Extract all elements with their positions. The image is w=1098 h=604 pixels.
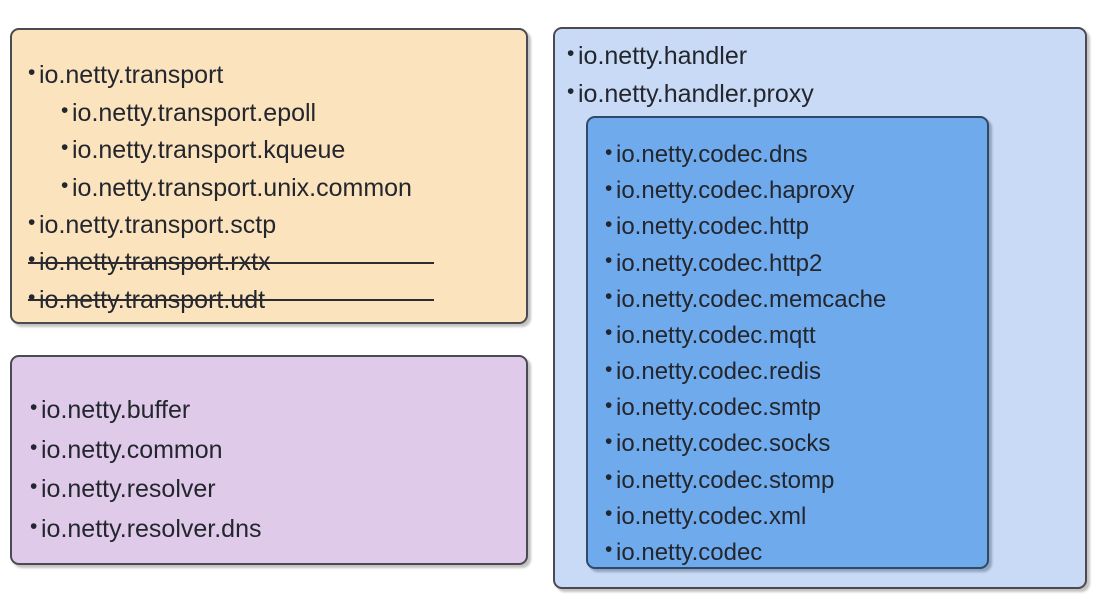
package-name-label: io.netty.transport.udt: [39, 285, 266, 314]
package-name-label: io.netty.codec.socks: [616, 430, 831, 458]
package-list-item: •io.netty.codec.dns: [605, 136, 886, 172]
package-name-label: io.netty.common: [41, 435, 223, 464]
package-list-item: •io.netty.buffer: [30, 390, 261, 429]
package-list-item: •io.netty.handler.proxy: [567, 75, 814, 113]
package-list-item: •io.netty.codec.smtp: [605, 389, 886, 425]
package-name-label: io.netty.codec.memcache: [616, 285, 887, 313]
handler-package-list: •io.netty.handler•io.netty.handler.proxy: [567, 37, 814, 113]
package-name-label: io.netty.transport.unix.common: [72, 173, 412, 202]
package-name-label: io.netty.handler.proxy: [578, 79, 814, 108]
package-list-item: •io.netty.codec.xml: [605, 498, 886, 534]
package-name-label: io.netty.codec.redis: [616, 358, 821, 386]
package-name-label: io.netty.resolver.dns: [41, 514, 262, 543]
package-list-item: •io.netty.codec.socks: [605, 425, 886, 461]
core-package-list: •io.netty.buffer•io.netty.common•io.nett…: [30, 390, 261, 548]
package-list-item: •io.netty.codec.http2: [605, 244, 886, 280]
package-name-label: io.netty.codec.xml: [616, 502, 807, 530]
package-name-label: io.netty.codec: [616, 538, 763, 566]
package-name-label: io.netty.buffer: [41, 396, 191, 425]
package-list-item: •io.netty.resolver.dns: [30, 508, 261, 547]
package-list-item: •io.netty.codec.mqtt: [605, 317, 886, 353]
transport-package-list: •io.netty.transport•io.netty.transport.e…: [28, 56, 434, 318]
package-name-label: io.netty.codec.http2: [616, 249, 823, 277]
package-list-item: •io.netty.codec.http: [605, 208, 886, 244]
transport-group-box: •io.netty.transport•io.netty.transport.e…: [10, 28, 528, 324]
codec-group-box: •io.netty.codec.dns•io.netty.codec.hapro…: [586, 116, 989, 569]
package-name-label: io.netty.codec.smtp: [616, 394, 821, 422]
package-list-item: •io.netty.transport.epoll: [28, 93, 412, 130]
package-list-item: •io.netty.codec.memcache: [605, 281, 886, 317]
package-list-item: •io.netty.resolver: [30, 469, 261, 508]
package-name-label: io.netty.transport.sctp: [39, 210, 277, 239]
package-list-item: •io.netty.codec.haproxy: [605, 172, 886, 208]
package-name-label: io.netty.codec.haproxy: [616, 177, 855, 205]
package-list-item: •io.netty.transport.sctp: [28, 206, 412, 243]
package-list-item: •io.netty.handler: [567, 37, 814, 75]
package-list-item: •io.netty.transport: [28, 56, 412, 93]
package-name-label: io.netty.transport: [39, 61, 224, 90]
package-list-item: •io.netty.transport.unix.common: [28, 168, 412, 205]
package-name-label: io.netty.handler: [578, 41, 748, 70]
package-name-label: io.netty.transport.kqueue: [72, 136, 346, 165]
codec-package-list: •io.netty.codec.dns•io.netty.codec.hapro…: [605, 136, 886, 570]
package-list-item-deprecated: •io.netty.transport.udt: [28, 280, 434, 317]
package-name-label: io.netty.codec.http: [616, 213, 810, 241]
package-name-label: io.netty.codec.stomp: [616, 466, 835, 494]
package-name-label: io.netty.codec.dns: [616, 141, 808, 169]
package-list-item: •io.netty.codec.stomp: [605, 461, 886, 497]
handler-group-box: •io.netty.handler•io.netty.handler.proxy…: [553, 27, 1087, 589]
core-group-box: •io.netty.buffer•io.netty.common•io.nett…: [10, 355, 528, 565]
package-list-item-deprecated: •io.netty.transport.rxtx: [28, 243, 434, 280]
package-list-item: •io.netty.common: [30, 429, 261, 468]
package-name-label: io.netty.resolver: [41, 475, 216, 504]
package-list-item: •io.netty.codec: [605, 534, 886, 570]
package-name-label: io.netty.codec.mqtt: [616, 321, 816, 349]
package-list-item: •io.netty.codec.redis: [605, 353, 886, 389]
package-list-item: •io.netty.transport.kqueue: [28, 131, 412, 168]
package-name-label: io.netty.transport.rxtx: [39, 248, 271, 277]
package-name-label: io.netty.transport.epoll: [72, 98, 317, 127]
